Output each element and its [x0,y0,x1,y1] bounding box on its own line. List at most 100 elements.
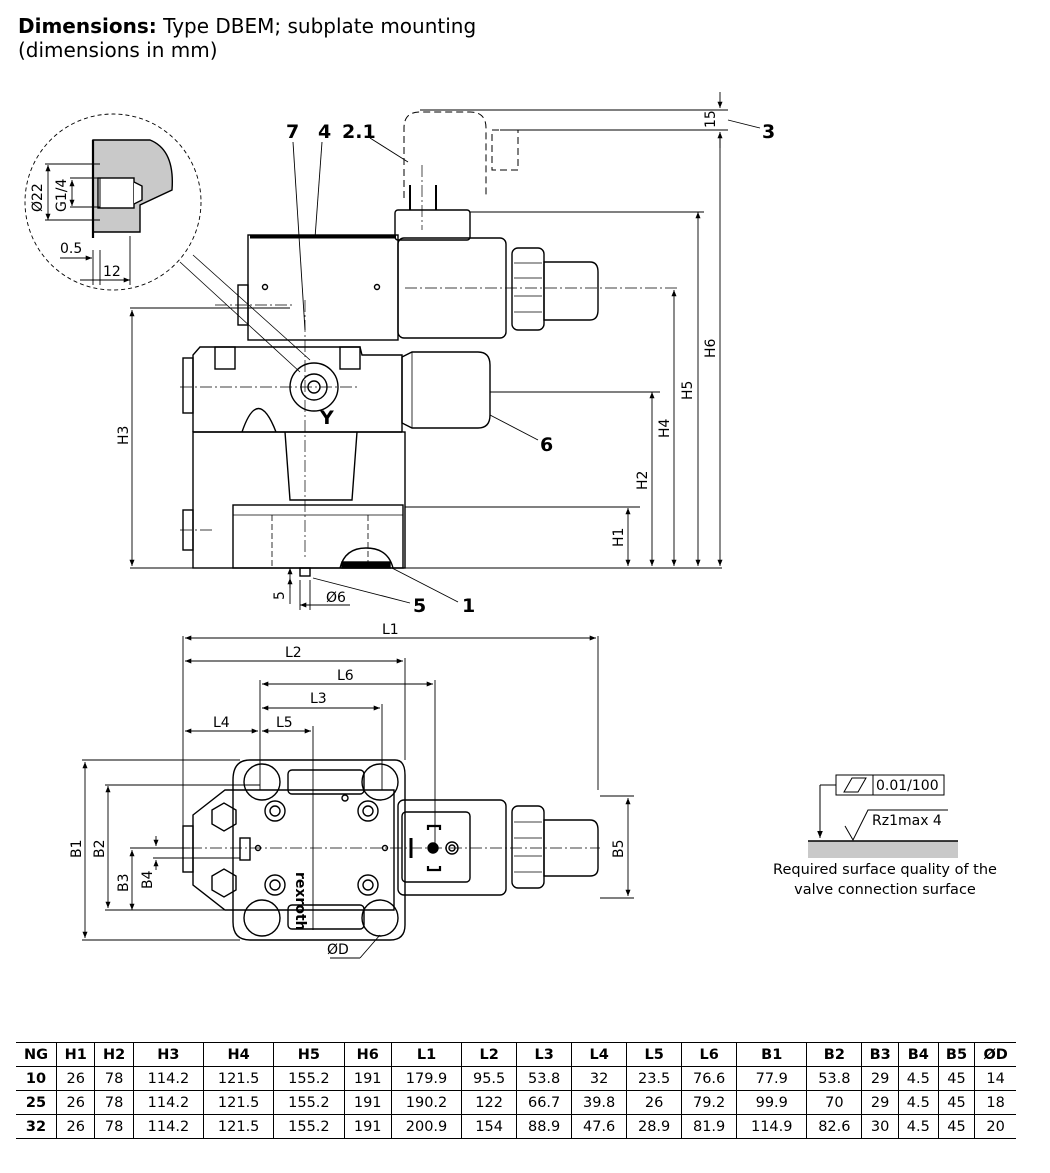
dim-g14: G1/4 [54,179,70,212]
callout-5: 5 [413,595,426,617]
table-cell: 30 [861,1114,899,1139]
side-view [24,111,722,577]
table-cell: 25 [25,1094,47,1111]
dim-b2: B2 [92,839,108,858]
table-cell: 14 [974,1066,1016,1091]
dim-l6: L6 [337,668,354,684]
table-cell: 32 [25,1118,47,1135]
dimensions-table: NG H1 H2 H3 H4 H5 H6 L1 L2 L3 L4 L5 L6 B… [16,1042,1016,1139]
callout-7: 7 [286,121,299,143]
dim-b5: B5 [611,839,627,858]
table-cell: 53.8 [806,1066,862,1091]
surface-note: Required surface quality of the valve co… [760,860,1010,900]
surface-quality-symbol [808,774,958,858]
table-cell: 26 [626,1090,682,1115]
surface-note-line-2: valve connection surface [794,882,976,898]
callout-4: 4 [318,121,331,143]
dim-o22: Ø22 [30,183,46,212]
column-header: L1 [390,1042,462,1067]
dim-h1: H1 [611,528,627,547]
top-view-labels: L1 L2 L6 L3 L4 L5 B1 B2 B3 B4 B5 ØD rexr… [69,622,627,958]
column-header: B5 [937,1042,975,1067]
dim-h4: H4 [657,418,673,438]
dim-15: 15 [703,110,719,128]
table-cell: 78 [94,1066,134,1091]
column-header: H1 [56,1042,95,1067]
table-cell: 23.5 [626,1066,682,1091]
column-header: B4 [897,1042,939,1067]
callout-2-1: 2.1 [342,121,376,143]
adjust-knob [401,351,491,429]
table-cell: 82.6 [806,1114,862,1139]
dim-b4: B4 [140,870,156,889]
table-cell: 121.5 [203,1114,274,1139]
table-cell: 114.9 [736,1114,807,1139]
heading-title: Type DBEM; subplate mounting [156,14,477,38]
callout-1: 1 [462,595,475,617]
table-cell: 76.6 [681,1066,737,1091]
column-header: L2 [461,1042,517,1067]
table-cell: 29 [861,1066,899,1091]
table-cell: 29 [861,1090,899,1115]
dim-l2: L2 [285,645,302,661]
technical-drawing: 7 4 2.1 3 6 5 1 Y H3 H1 H2 H4 H5 H6 15 5… [24,92,958,959]
column-header: H4 [203,1042,274,1067]
table-cell: 121.5 [203,1066,274,1091]
table-cell: 77.9 [736,1066,807,1091]
dim-o6: Ø6 [326,590,346,606]
table-cell: 45 [937,1066,975,1091]
table-row: 25 26 78 114.2 121.5 155.2 191 190.2 122… [16,1090,1016,1115]
table-cell: 45 [937,1090,975,1115]
dim-b3: B3 [116,873,132,892]
brand-label: rexroth [292,872,308,931]
column-header: H6 [343,1042,392,1067]
column-header: B3 [861,1042,899,1067]
column-header: L5 [626,1042,682,1067]
top-dimension-lines [82,635,634,959]
table-cell: 121.5 [203,1090,274,1115]
side-view-labels: 7 4 2.1 3 6 5 1 Y H3 H1 H2 H4 H5 H6 15 5… [30,110,775,617]
side-dimension-lines [45,92,761,610]
dim-l4: L4 [213,715,230,731]
callout-3: 3 [762,121,775,143]
table-cell: 81.9 [681,1114,737,1139]
dim-0-5: 0.5 [60,241,82,257]
table-cell: 18 [974,1090,1016,1115]
flatness-value: 0.01/100 [876,778,939,794]
column-header: B1 [736,1042,807,1067]
surface-labels: 0.01/100 Rz1max 4 [872,778,942,829]
page-heading: Dimensions: Type DBEM; subplate mounting… [18,14,476,62]
table-cell: 114.2 [132,1114,204,1139]
table-cell: 154 [461,1114,517,1139]
dim-l5: L5 [276,715,293,731]
table-cell: 28.9 [626,1114,682,1139]
table-cell: 26 [56,1066,95,1091]
table-cell: 32 [571,1066,627,1091]
table-cell: 79.2 [681,1090,737,1115]
dim-h3: H3 [116,426,132,445]
table-cell: 191 [343,1114,392,1139]
table-cell: 155.2 [273,1114,344,1139]
table-cell: 190.2 [390,1090,462,1115]
dim-h2: H2 [635,471,651,490]
column-header: NG [24,1046,49,1063]
table-cell: 191 [343,1090,392,1115]
table-cell: 47.6 [571,1114,627,1139]
dim-l1: L1 [382,622,399,638]
top-body [232,759,406,941]
table-cell: 114.2 [132,1066,204,1091]
table-cell: 45 [937,1114,975,1139]
column-header: H5 [273,1042,344,1067]
table-cell: 4.5 [897,1114,939,1139]
column-header: H3 [132,1042,204,1067]
heading-units: (dimensions in mm) [18,38,218,62]
table-cell: 155.2 [273,1090,344,1115]
table-row: 32 26 78 114.2 121.5 155.2 191 200.9 154… [16,1114,1016,1139]
callout-y: Y [319,407,334,429]
table-cell: 4.5 [897,1090,939,1115]
column-header: L4 [571,1042,627,1067]
table-cell: 114.2 [132,1090,204,1115]
dim-od: ØD [327,942,349,958]
column-header: H2 [94,1042,134,1067]
column-header: L3 [516,1042,572,1067]
